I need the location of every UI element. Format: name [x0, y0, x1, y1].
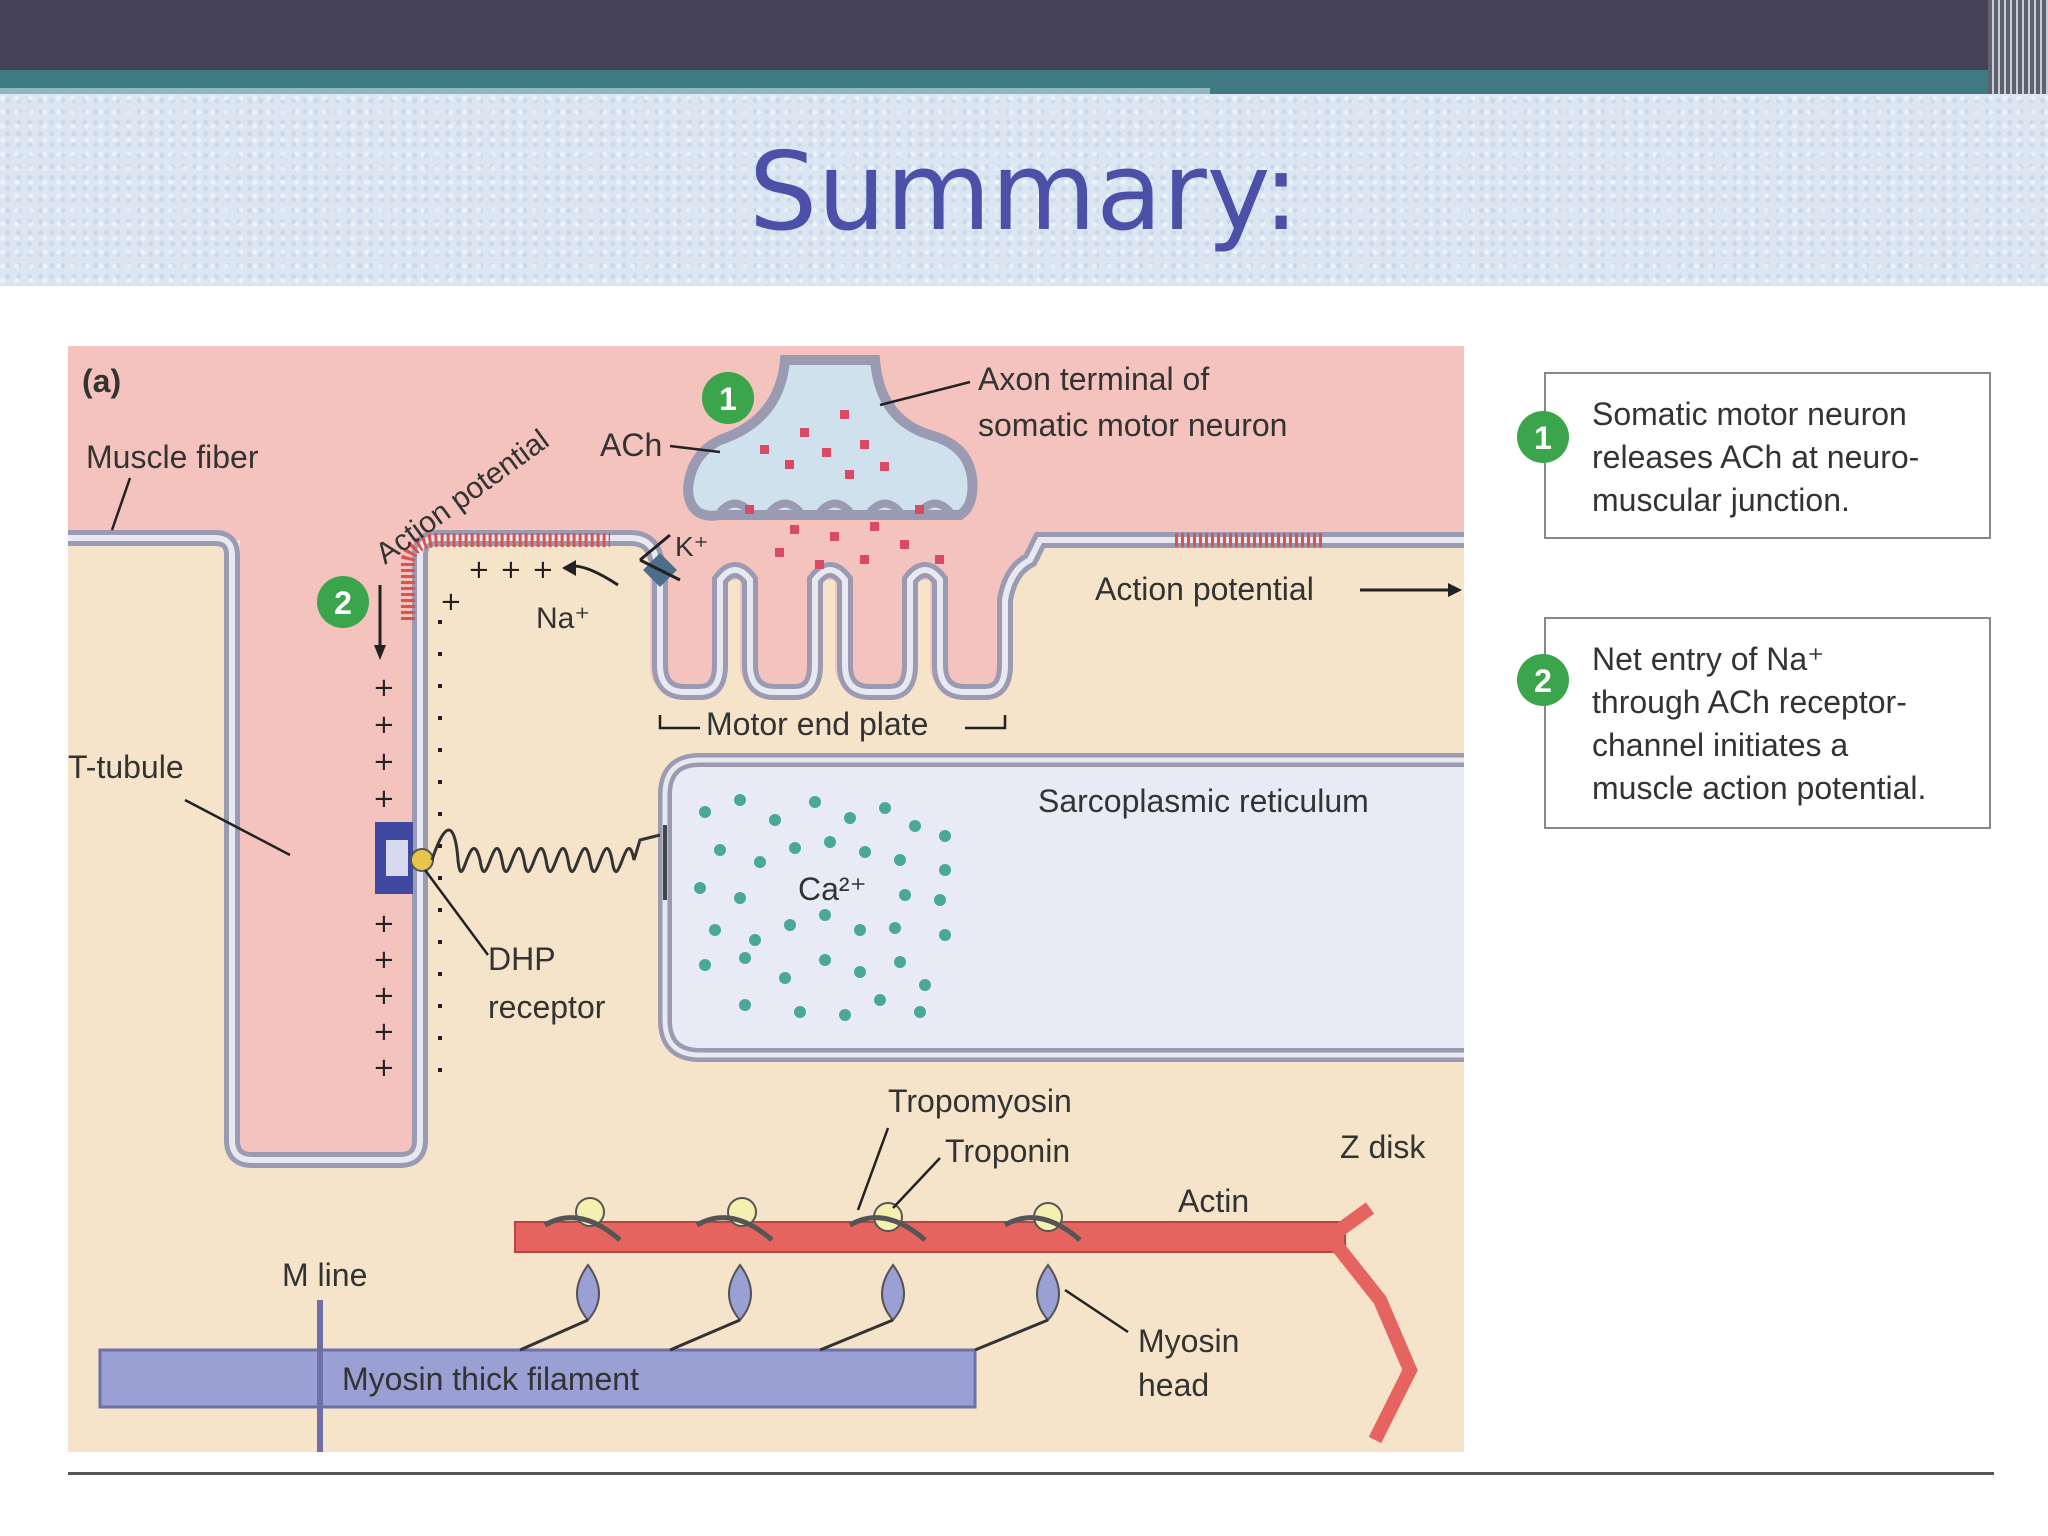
corner-decoration: [1988, 0, 2048, 94]
svg-text:+: +: [373, 1053, 395, 1083]
step-box-1-frame: [1544, 372, 1991, 539]
dhp-receptor-core: [386, 840, 408, 876]
step-1-text-line: muscular junction.: [1592, 482, 1850, 518]
ach-molecules: [745, 410, 944, 569]
action-potential-right-label: Action potential: [1095, 571, 1314, 607]
svg-text:+: +: [373, 1017, 395, 1047]
ach-receptor-channel: [639, 553, 681, 587]
step-2-text-line: Net entry of Na⁺: [1592, 641, 1824, 677]
step-box-1-number: 1: [1534, 420, 1552, 456]
tropomyosin-label: Tropomyosin: [888, 1083, 1072, 1119]
myosin-heads: [519, 1197, 1082, 1352]
troponin-label: Troponin: [945, 1133, 1070, 1169]
step-1-text-line: releases ACh at neuro-: [1592, 439, 1919, 475]
step-box-2-number: 2: [1534, 663, 1552, 699]
svg-text:+: +: [373, 981, 395, 1011]
calcium-label: Ca²⁺: [798, 871, 866, 907]
myosin-thick-filament-label: Myosin thick filament: [342, 1361, 639, 1397]
t-tubule-label: T-tubule: [68, 749, 184, 785]
leader-lines: [110, 380, 1129, 1334]
svg-text:+: +: [468, 555, 490, 585]
axon-terminal-label-line1: Axon terminal of: [978, 361, 1209, 397]
step-2-marker: [317, 576, 369, 628]
calcium-ions: [694, 794, 951, 1021]
myosin-thick-filament: [98, 1348, 977, 1409]
svg-text:+: +: [373, 710, 395, 740]
myosin-head: [819, 1202, 927, 1352]
axon-terminal: [682, 355, 978, 521]
svg-text:+: +: [373, 747, 395, 777]
step-box-2: 2 Net entry of Na⁺ through ACh receptor-…: [1517, 617, 1991, 829]
motor-end-plate-label: Motor end plate: [706, 706, 928, 742]
arrowheads: [374, 560, 1462, 660]
ryanodine-link: [410, 848, 434, 872]
step-2-text-line: channel initiates a: [1592, 727, 1848, 763]
step-box-2-frame: [1544, 617, 1991, 829]
synaptic-vesicle-sites: [717, 499, 953, 515]
m-line-label: M line: [282, 1257, 367, 1293]
actin-label: Actin: [1178, 1183, 1249, 1219]
dhp-label-line1: DHP: [488, 941, 556, 977]
title-band: [0, 94, 2048, 286]
myosin-head-label-line2: head: [1138, 1367, 1209, 1403]
step-1-marker: [702, 372, 754, 424]
coiled-linker: [430, 828, 661, 873]
step-box-1-marker: [1517, 411, 1569, 463]
actin-filament: [514, 1221, 1346, 1253]
ach-label: ACh: [600, 427, 662, 463]
myosin-head: [519, 1197, 622, 1352]
action-potential-segment-left: [401, 533, 610, 620]
sarcoplasmic-reticulum-inner: [662, 757, 1464, 1058]
slide-title: Summary:: [748, 130, 1300, 255]
svg-text:+: +: [373, 909, 395, 939]
myosin-head-label-line1: Myosin: [1138, 1323, 1239, 1359]
step-2-text-line: muscle action potential.: [1592, 770, 1926, 806]
myosin-head: [974, 1202, 1082, 1352]
top-bar: [0, 0, 2048, 70]
svg-text:+: +: [373, 784, 395, 814]
step-2-number: 2: [334, 585, 352, 621]
z-disk: [1324, 1202, 1418, 1444]
myosin-head: [669, 1197, 774, 1352]
svg-text:+: +: [532, 555, 554, 585]
sarcolemma-inner: [68, 535, 1464, 1163]
accent-stripe: [0, 88, 1210, 94]
svg-text:+: +: [373, 945, 395, 975]
muscle-fiber-label: Muscle fiber: [86, 439, 259, 475]
sarcoplasmic-reticulum-label: Sarcoplasmic reticulum: [1038, 783, 1369, 819]
step-box-2-marker: [1517, 654, 1569, 706]
sodium-label: Na⁺: [536, 602, 590, 635]
step-1-text-line: Somatic motor neuron: [1592, 396, 1907, 432]
panel-label: (a): [82, 363, 121, 399]
potassium-label: K⁺: [675, 531, 708, 562]
footer-rule: [68, 1472, 1994, 1475]
step-2-text-line: through ACh receptor-: [1592, 684, 1907, 720]
dhp-label-line2: receptor: [488, 989, 606, 1025]
positive-charges: ++++ +++++ ++++: [373, 555, 554, 1083]
svg-text:+: +: [373, 673, 395, 703]
svg-text:+: +: [440, 587, 462, 617]
step-box-1: 1 Somatic motor neuron releases ACh at n…: [1517, 372, 1991, 539]
step-1-number: 1: [719, 381, 737, 417]
axon-terminal-label-line2: somatic motor neuron: [978, 407, 1287, 443]
svg-text:+: +: [500, 555, 522, 585]
z-disk-label: Z disk: [1340, 1129, 1426, 1165]
